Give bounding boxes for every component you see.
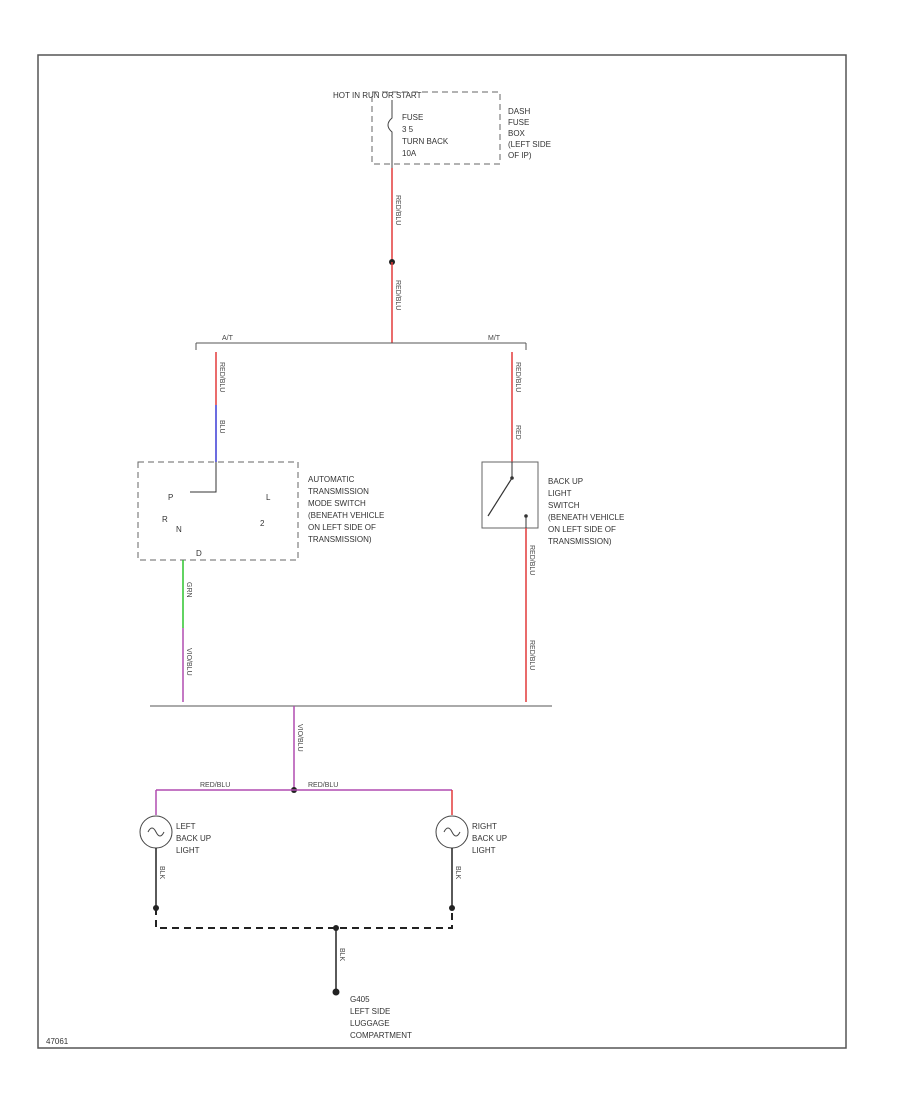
wire-label-left-green: GRN [185, 582, 192, 598]
fuse-label-3: TURN BACK [402, 137, 449, 146]
wire-label-top-2: RED/BLU [394, 280, 401, 310]
wire-label-left-lamp-feed: RED/BLU [200, 782, 230, 789]
right-lamp-label-1: RIGHT [472, 822, 497, 831]
wire-label-top-1: RED/BLU [394, 195, 401, 225]
at-switch-contact [190, 462, 217, 493]
at-switch-label-2: TRANSMISSION [308, 487, 369, 496]
ground-label-1: G405 [350, 995, 370, 1004]
wire-label-right-lamp-feed: RED/BLU [308, 782, 338, 789]
ground-label-3: LUGGAGE [350, 1019, 390, 1028]
mt-switch-label-2: LIGHT [548, 489, 572, 498]
at-pos-l: L [266, 493, 271, 502]
diagram-code: 47061 [46, 1037, 69, 1046]
fuse-symbol [387, 100, 393, 168]
at-mode-switch [137, 461, 299, 561]
wire-label-left-ground: BLK [158, 866, 165, 880]
fuse-box-label-5: OF IP) [508, 151, 532, 160]
ground-label-2: LEFT SIDE [350, 1007, 390, 1016]
ground-bus [155, 908, 453, 929]
diagram-frame [37, 54, 847, 1049]
wire-label-right-upper: RED/BLU [514, 362, 521, 392]
at-switch-label-6: TRANSMISSION) [308, 535, 372, 544]
mt-switch-label-3: SWITCH [548, 501, 580, 510]
left-lamp-label-2: BACK UP [176, 834, 211, 843]
at-switch-label-1: AUTOMATIC [308, 475, 355, 484]
mt-switch-label-5: ON LEFT SIDE OF [548, 525, 616, 534]
wire-label-left-mid: BLU [218, 420, 225, 434]
right-lamp-label-2: BACK UP [472, 834, 507, 843]
wire-label-left-upper: RED/BLU [218, 362, 225, 392]
fuse-box-label-2: FUSE [508, 118, 529, 127]
branch-label-at: A/T [222, 335, 234, 342]
at-pos-n: N [176, 525, 182, 534]
at-pos-p: P [168, 493, 173, 502]
at-switch-label-3: MODE SWITCH [308, 499, 366, 508]
fuse-label-2: 3 5 [402, 125, 414, 134]
at-pos-r: R [162, 515, 168, 524]
fuse-label-1: FUSE [402, 113, 423, 122]
left-lamp-label-3: LIGHT [176, 846, 200, 855]
right-lamp-label-3: LIGHT [472, 846, 496, 855]
wire-label-right-ground: BLK [454, 866, 461, 880]
mt-switch-label-1: BACK UP [548, 477, 583, 486]
fuse-box-label-1: DASH [508, 107, 530, 116]
branch-label-mt: M/T [488, 335, 501, 342]
wire-label-right-lower-1: RED/BLU [528, 545, 535, 575]
ground-point-icon [332, 988, 340, 996]
ground-label-4: COMPARTMENT [350, 1031, 412, 1040]
wire-label-right-mid: RED [514, 425, 521, 440]
at-pos-d: D [196, 549, 202, 558]
fuse-label-4: 10A [402, 149, 417, 158]
at-switch-label-5: ON LEFT SIDE OF [308, 523, 376, 532]
mt-switch-label-4: (BENEATH VEHICLE [548, 513, 624, 522]
fuse-box-outline [371, 91, 501, 165]
mt-switch-label-6: TRANSMISSION) [548, 537, 612, 546]
wire-label-center-down: VIO/BLU [296, 724, 303, 752]
left-lamp-label-1: LEFT [176, 822, 196, 831]
fuse-box-label-3: BOX [508, 129, 526, 138]
at-switch-label-4: (BENEATH VEHICLE [308, 511, 384, 520]
power-label: HOT IN RUN OR START [333, 91, 422, 100]
wire-label-right-lower-2: RED/BLU [528, 640, 535, 670]
at-pos-2: 2 [260, 519, 265, 528]
wire-label-ground-down: BLK [338, 948, 345, 962]
backup-light-switch [481, 461, 539, 529]
backup-switch-blade [487, 477, 513, 517]
wire-label-left-violet: VIO/BLU [185, 648, 192, 676]
fuse-box-label-4: (LEFT SIDE [508, 140, 551, 149]
